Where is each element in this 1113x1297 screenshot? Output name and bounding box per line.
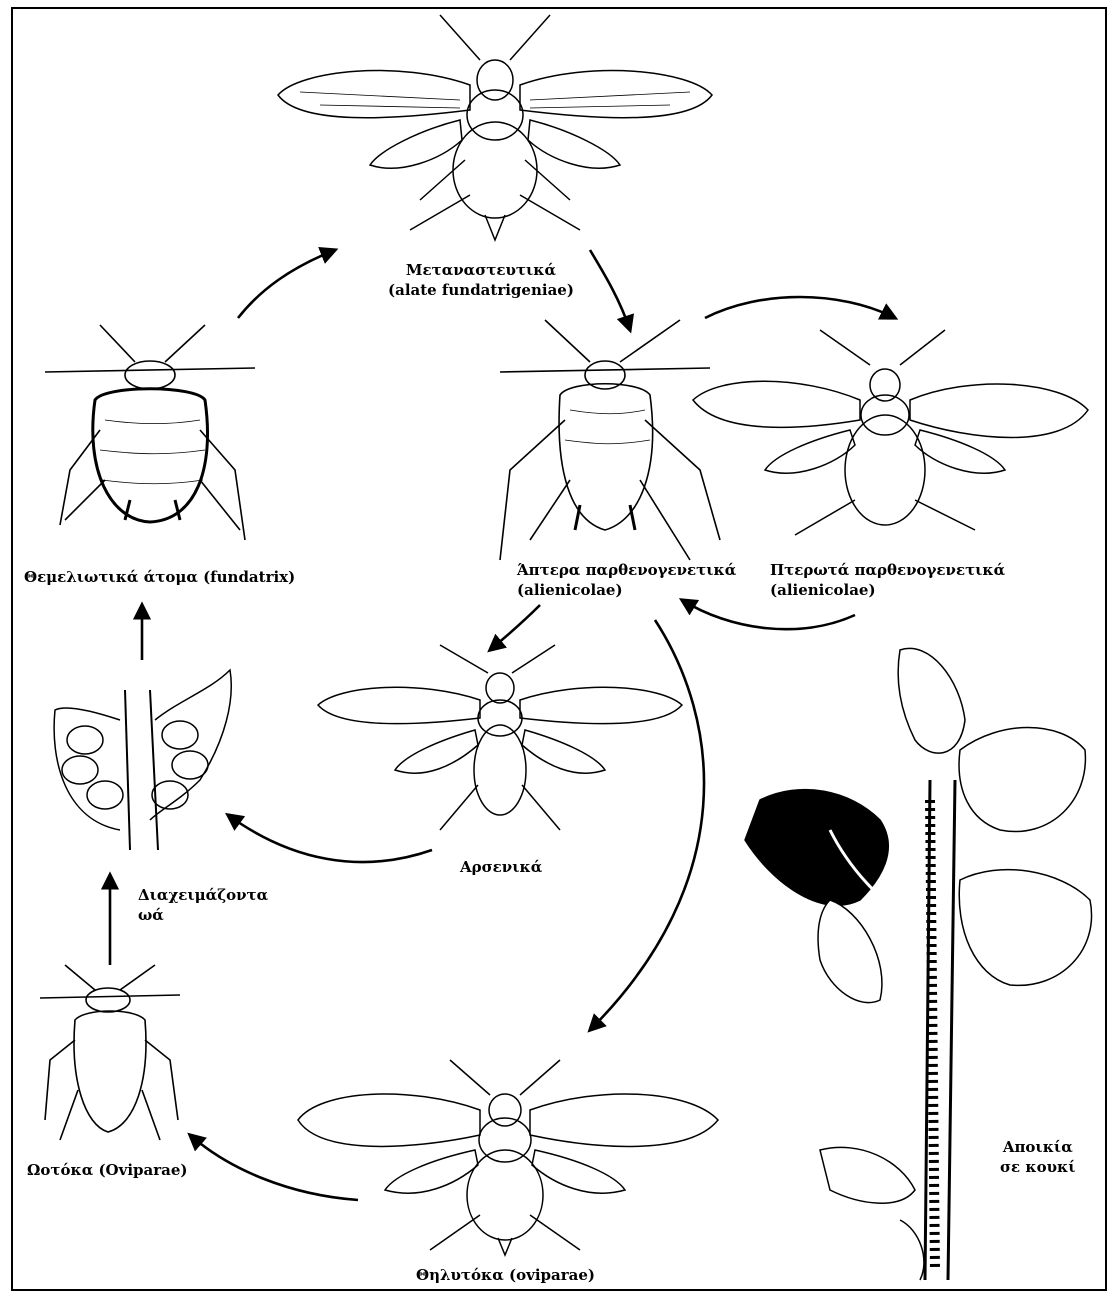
arrow-apterous-to-oviparae <box>590 620 704 1030</box>
ovipara-aphid-drawing <box>40 965 180 1140</box>
label-fundatrix: Θεμελιωτικά άτομα (fundatrix) <box>24 567 295 587</box>
arrow-apterous-to-males <box>490 605 540 650</box>
arrow-oviparae-to-ovipara <box>190 1135 358 1200</box>
label-overwintering-eggs: Διαχειμάζοντα ωά <box>138 885 268 925</box>
label-males: Αρσενικά <box>460 857 542 877</box>
label-apterous-alienicolae: Άπτερα παρθενογενετικά (alienicolae) <box>517 560 736 600</box>
oviparae-winged-drawing <box>298 1060 718 1255</box>
arrow-winged-to-apterous <box>682 600 855 629</box>
label-oviparae: Ωοτόκα (Oviparae) <box>27 1160 188 1180</box>
male-aphid-drawing <box>318 645 682 830</box>
fundatrix-aphid-drawing <box>45 325 255 540</box>
apterous-aphid-drawing <box>500 320 720 560</box>
arrow-alate-to-apterous <box>590 250 630 330</box>
arrow-males-to-eggs <box>228 815 432 862</box>
arrow-fundatrix-to-alate <box>238 250 335 318</box>
winged-aphid-top-drawing <box>278 15 712 240</box>
label-colony-on-bean: Αποικία σε κουκί <box>1000 1137 1076 1177</box>
arrow-apterous-to-winged <box>705 297 895 318</box>
eggs-on-twig-drawing <box>54 670 231 850</box>
bean-plant-colony-drawing <box>745 648 1092 1280</box>
label-winged-alienicolae: Πτερωτά παρθενογενετικά (alienicolae) <box>770 560 1005 600</box>
label-oviparae-females: Θηλυτόκα (oviparae) <box>416 1265 595 1285</box>
winged-aphid-right-drawing <box>693 330 1088 535</box>
label-alate-fundatrigeniae: Μεταναστευτικά (alate fundatrigeniae) <box>388 260 574 300</box>
